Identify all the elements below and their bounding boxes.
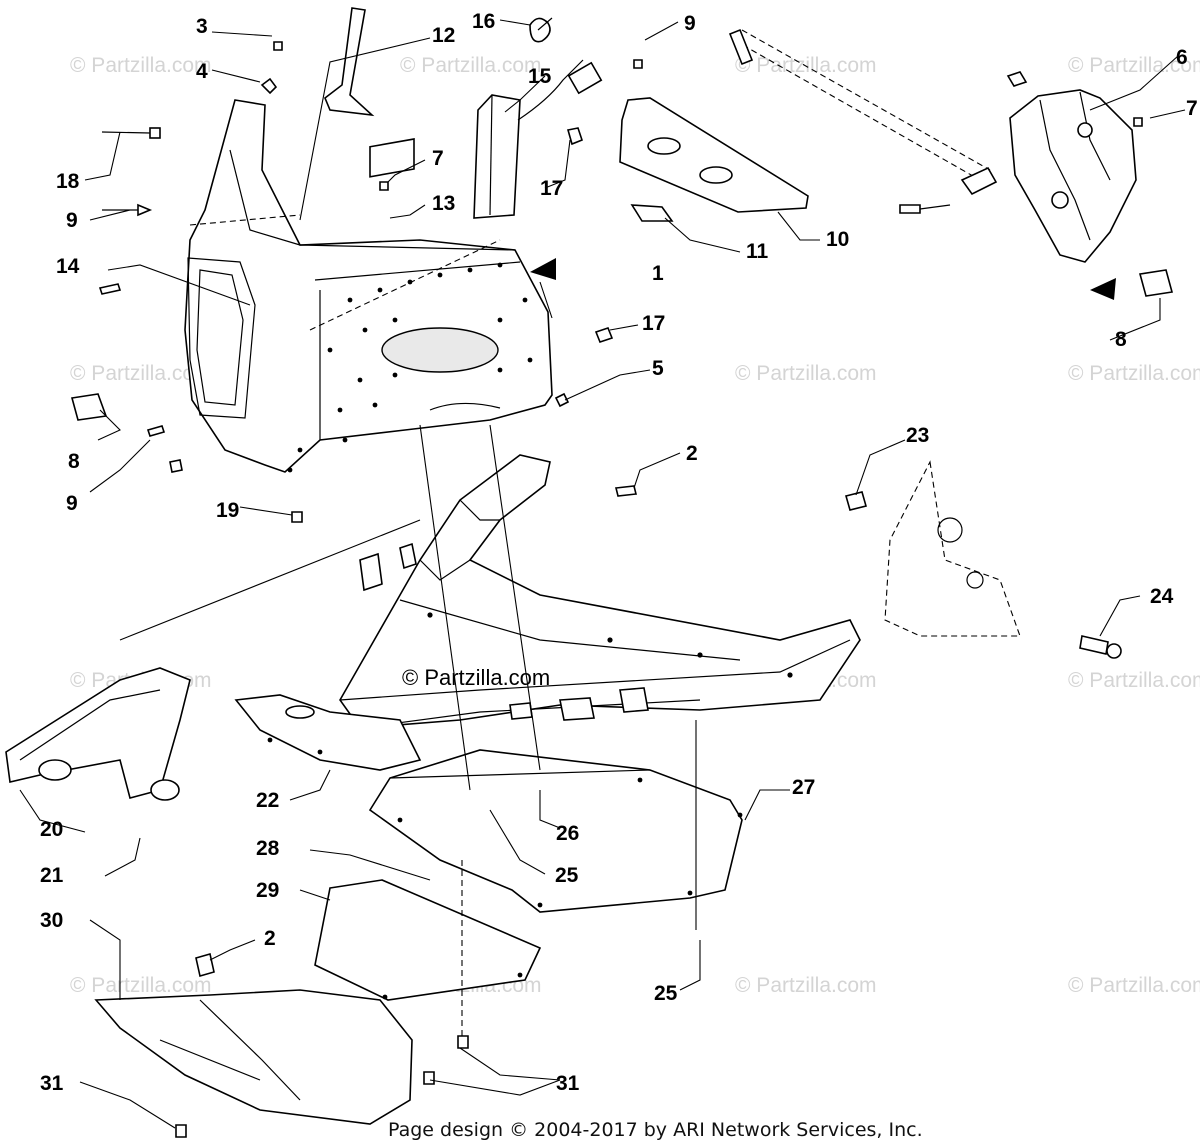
callout-8-left: 8 xyxy=(68,450,80,473)
callout-13: 13 xyxy=(432,192,455,215)
callout-12: 12 xyxy=(432,24,455,47)
callout-3: 3 xyxy=(196,15,208,38)
part-6-bracket xyxy=(1006,71,1174,300)
footer-credit: Page design © 2004-2017 by ARI Network S… xyxy=(388,1119,923,1141)
part-23-bracket xyxy=(845,460,1122,659)
callout-20: 20 xyxy=(40,818,63,841)
callout-28: 28 xyxy=(256,837,280,860)
callout-7-center: 7 xyxy=(432,147,444,170)
part-29-guard xyxy=(314,879,542,1001)
callout-11: 11 xyxy=(746,240,769,263)
callout-31-right: 31 xyxy=(556,1072,580,1095)
watermark: © Partzilla.com xyxy=(735,362,877,385)
callout-17-mid: 17 xyxy=(642,312,665,335)
callout-26: 26 xyxy=(556,822,579,845)
callout-17-top: 17 xyxy=(540,177,563,200)
callout-1: 1 xyxy=(652,262,664,285)
callout-15: 15 xyxy=(528,65,552,88)
callout-29: 29 xyxy=(256,879,279,902)
callout-27: 27 xyxy=(792,776,815,799)
callout-25-mid: 25 xyxy=(555,864,579,887)
callout-9-lower: 9 xyxy=(66,492,78,515)
watermark: © Partzilla.com xyxy=(70,974,212,997)
part-10-plate xyxy=(619,97,809,222)
part-1-front-panel xyxy=(184,99,556,473)
callout-9-left: 9 xyxy=(66,209,78,232)
callout-22: 22 xyxy=(256,789,279,812)
part-16-clip xyxy=(529,17,553,43)
callout-25-lower: 25 xyxy=(654,982,678,1005)
watermark: © Partzilla.com xyxy=(1068,362,1200,385)
watermark: © Partzilla.com xyxy=(70,54,212,77)
watermark: © Partzilla.com xyxy=(735,974,877,997)
callout-30: 30 xyxy=(40,909,63,932)
callout-24: 24 xyxy=(1150,585,1174,608)
part-15-module xyxy=(473,59,603,219)
part-22-mount xyxy=(234,694,422,771)
callout-31-left: 31 xyxy=(40,1072,64,1095)
crossbar-top xyxy=(728,28,998,214)
callout-19: 19 xyxy=(216,499,239,522)
callout-layer: 3 4 12 16 15 9 18 9 7 13 17 14 10 11 1 1… xyxy=(40,10,1198,1095)
callout-10: 10 xyxy=(826,228,849,251)
callout-9-top: 9 xyxy=(684,12,696,35)
callout-21: 21 xyxy=(40,864,64,887)
watermark: © Partzilla.com xyxy=(1068,54,1200,77)
callout-18: 18 xyxy=(56,170,80,193)
callout-6: 6 xyxy=(1176,46,1188,69)
leader-lines xyxy=(19,19,1186,1129)
part-30-lower-guard xyxy=(94,952,469,1138)
callout-2-mid: 2 xyxy=(686,442,698,465)
part-20-bracket xyxy=(5,667,191,801)
watermark: © Partzilla.com xyxy=(400,54,542,77)
callout-23: 23 xyxy=(906,424,929,447)
callout-8-right: 8 xyxy=(1115,328,1127,351)
callout-2-lower: 2 xyxy=(264,927,276,950)
watermark: © Partzilla.com xyxy=(1068,669,1200,692)
main-frame xyxy=(339,454,861,729)
watermark: © Partzilla.com xyxy=(70,362,212,385)
callout-4: 4 xyxy=(196,60,208,83)
part-12-panel xyxy=(324,7,375,117)
center-watermark: © Partzilla.com xyxy=(402,665,550,690)
callout-5: 5 xyxy=(652,357,664,380)
watermark: © Partzilla.com xyxy=(1068,974,1200,997)
callout-14: 14 xyxy=(56,255,80,278)
callout-16: 16 xyxy=(472,10,495,33)
callout-7-right: 7 xyxy=(1186,97,1198,120)
